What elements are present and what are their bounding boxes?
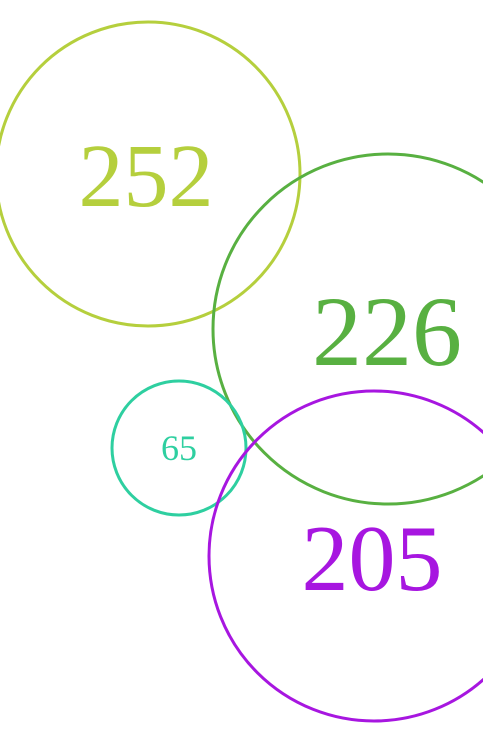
bubble-205-label: 205 <box>302 507 443 611</box>
bubble-252-label: 252 <box>79 127 214 226</box>
bubble-252-ring[interactable] <box>0 20 302 328</box>
bubble-226[interactable]: 226 <box>211 152 483 506</box>
bubble-65[interactable]: 65 <box>110 379 248 517</box>
bubble-226-label: 226 <box>312 276 462 387</box>
bubble-65-label: 65 <box>161 428 197 468</box>
bubble-205[interactable]: 205 <box>207 389 483 723</box>
bubble-205-ring[interactable] <box>207 389 483 723</box>
bubble-65-ring[interactable] <box>110 379 248 517</box>
bubble-226-ring[interactable] <box>211 152 483 506</box>
bubble-252[interactable]: 252 <box>0 20 302 328</box>
